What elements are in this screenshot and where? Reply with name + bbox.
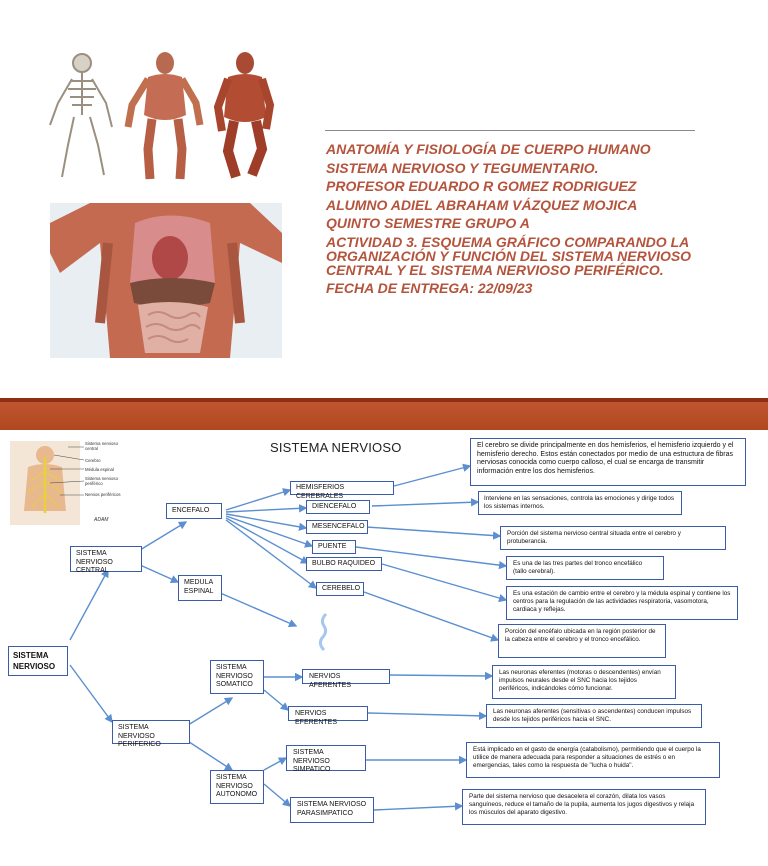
- node-snp: SISTEMA NERVIOSO PERIFERICO: [112, 720, 190, 748]
- activity-line: ORGANIZACIÓN Y FUNCIÓN DEL SISTEMA NERVI…: [326, 247, 692, 264]
- thumb-label-snp: Sistema nervioso periférico: [85, 476, 118, 486]
- nervous-system-thumbnail: Sistema nervioso central Cerebro Médula …: [10, 441, 122, 525]
- desc-bulbo: Es una estación de cambio entre el cereb…: [506, 586, 738, 620]
- cover-line: SISTEMA NERVIOSO Y TEGUMENTARIO.: [326, 159, 599, 176]
- desc-simpatico: Está implicado en el gasto de energía (c…: [466, 742, 720, 778]
- node-sistema-nervioso: SISTEMA NERVIOSO: [8, 646, 68, 676]
- node-snc: SISTEMA NERVIOSO CENTRAL: [70, 546, 142, 574]
- header-divider: [325, 130, 695, 131]
- node-mesencefalo: MESENCEFALO: [306, 520, 368, 534]
- skeleton-figures-illustration: [49, 52, 275, 180]
- node-simpatico: SISTEMA NERVIOSO SIMPATICO: [286, 745, 366, 773]
- desc-hemisferios: El cerebro se divide principalmente en d…: [470, 438, 746, 486]
- spinal-cord-icon: [318, 612, 328, 652]
- node-cerebelo: CEREBELO: [316, 582, 364, 596]
- due-date: FECHA DE ENTREGA: 22/09/23: [326, 279, 533, 296]
- desc-parasimpatico: Parte del sistema nervioso que desaceler…: [462, 789, 706, 825]
- cover-title-block: ANATOMÍA Y FISIOLOGÍA DE CUERPO HUMANO S…: [326, 140, 736, 297]
- desc-aferentes: Las neuronas eferentes (motoras o descen…: [492, 665, 676, 699]
- activity-line: CENTRAL Y EL SISTEMA NERVIOSO PERIFÉRICO…: [326, 261, 664, 278]
- separator-band-dark: [0, 398, 768, 402]
- thumb-label-snc: Sistema nervioso central: [85, 441, 118, 451]
- node-eferentes: NERVIOS EFERENTES: [288, 706, 368, 726]
- body-diagram-icon: [10, 441, 85, 525]
- desc-eferentes: Las neuronas aferentes (sensitivas o asc…: [486, 704, 702, 728]
- node-somatico: SISTEMA NERVIOSO SOMATICO: [210, 660, 264, 694]
- thumb-label-cerebro: Cerebro: [85, 458, 101, 463]
- thumb-label-nervios: Nervios periféricos: [85, 492, 121, 497]
- diagram-title: SISTEMA NERVIOSO: [270, 440, 402, 455]
- node-parasimpatico: SISTEMA NERVIOSO PARASIMPATICO: [290, 797, 374, 823]
- thumb-label-medula: Médula espinal: [85, 467, 114, 472]
- cover-line: ALUMNO ADIEL ABRAHAM VÁZQUEZ MOJICA: [326, 196, 638, 213]
- node-autonomo: SISTEMA NERVIOSO AUTONOMO: [210, 770, 264, 804]
- node-hemisferios: HEMISFERIOS CEREBRALES: [290, 481, 394, 500]
- separator-band: [0, 402, 768, 430]
- anatomy-torso-image: [50, 203, 282, 358]
- node-encefalo: ENCEFALO: [166, 503, 222, 519]
- thumb-credit: ADAM: [94, 517, 109, 523]
- desc-mesencefalo: Porción del sistema nervioso central sit…: [500, 526, 726, 550]
- node-puente: PUENTE: [312, 540, 356, 554]
- node-bulbo: BULBO RAQUIDEO: [306, 557, 382, 571]
- desc-cerebelo: Porción del encéfalo ubicada en la regió…: [498, 624, 666, 658]
- cover-line: PROFESOR EDUARDO R GOMEZ RODRIGUEZ: [326, 178, 637, 194]
- desc-diencefalo: Interviene en las sensaciones, controla …: [478, 491, 682, 515]
- desc-puente: Es una de las tres partes del tronco enc…: [506, 556, 664, 580]
- node-diencefalo: DIENCEFALO: [306, 500, 370, 514]
- activity-line: ACTIVIDAD 3. ESQUEMA GRÁFICO COMPARANDO …: [326, 233, 690, 250]
- node-aferentes: NERVIOS AFERENTES: [302, 669, 390, 689]
- cover-line: ANATOMÍA Y FISIOLOGÍA DE CUERPO HUMANO: [326, 141, 651, 157]
- cover-line: QUINTO SEMESTRE GRUPO A: [326, 215, 530, 231]
- node-medula: MEDULA ESPINAL: [178, 575, 222, 601]
